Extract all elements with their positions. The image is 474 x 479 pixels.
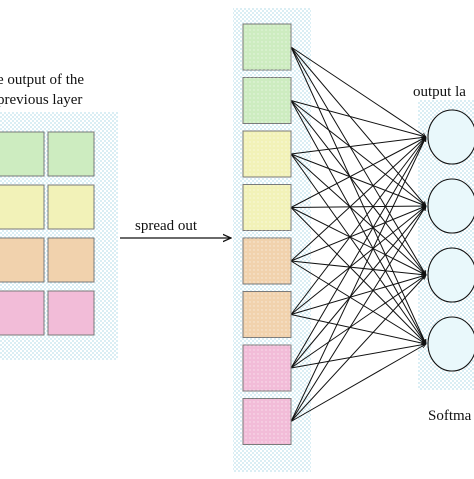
output-node	[427, 109, 474, 165]
connection-edge	[290, 314, 426, 345]
connection-edge	[290, 46, 427, 344]
connection-edge	[290, 100, 426, 207]
input-cell-green	[0, 131, 45, 177]
flattened-cell-texture	[243, 24, 291, 70]
connection-edge	[290, 260, 426, 275]
connection-edge	[290, 137, 426, 315]
connection-edge	[290, 207, 426, 345]
connection-edge	[290, 275, 426, 315]
connection-edge	[290, 46, 426, 206]
connection-edge	[290, 207, 426, 276]
input-cell-yellow	[47, 184, 95, 230]
flattened-vector	[242, 23, 292, 445]
input-cell-green	[47, 131, 95, 177]
connection-edge	[290, 343, 426, 422]
output-node	[427, 316, 474, 372]
connection-edge	[290, 137, 427, 422]
connection-edge	[290, 100, 427, 345]
connection-edge	[290, 136, 426, 208]
connection-edge	[290, 100, 426, 138]
connection-edge	[290, 46, 426, 137]
output-layer-label: output la	[413, 84, 466, 100]
connection-edge	[290, 206, 426, 208]
output-node	[427, 247, 474, 303]
flattened-cell-texture	[243, 238, 291, 284]
previous-layer-label-line1: e output of the	[0, 72, 84, 88]
connection-edge	[290, 100, 426, 276]
connection-edge	[290, 153, 426, 206]
output-nodes	[427, 109, 474, 372]
input-cell-yellow	[0, 184, 45, 230]
connection-edge	[290, 206, 426, 422]
previous-layer-label-line2: previous layer	[0, 92, 82, 108]
connection-edge	[290, 137, 426, 369]
connection-edge	[290, 153, 426, 344]
fully-connected-edges	[290, 46, 427, 422]
connection-edge	[290, 137, 426, 155]
input-cell-pink	[0, 290, 45, 336]
connection-edge	[290, 206, 426, 369]
input-cell-pink	[47, 290, 95, 336]
input-cell-orange	[47, 237, 95, 283]
softmax-label: Softma	[428, 408, 472, 424]
output-node	[427, 178, 474, 234]
input-feature-map	[0, 131, 95, 336]
connection-edge	[290, 206, 426, 315]
connection-edge	[290, 260, 426, 344]
connection-edge	[290, 153, 426, 275]
flattened-cell-texture	[243, 398, 291, 445]
connection-edge	[290, 275, 426, 422]
connection-edge	[290, 46, 426, 275]
connection-edge	[290, 137, 426, 262]
flattened-cell-texture	[243, 291, 291, 338]
flattened-cell-texture	[243, 345, 291, 391]
connection-edge	[290, 275, 426, 369]
connection-edge	[290, 344, 426, 369]
spread-out-label: spread out	[135, 218, 198, 234]
flattened-cell-texture	[243, 77, 291, 124]
connection-edge	[290, 206, 426, 262]
flattened-cell-texture	[243, 184, 291, 231]
input-cell-orange	[0, 237, 45, 283]
flattened-cell-texture	[243, 131, 291, 177]
